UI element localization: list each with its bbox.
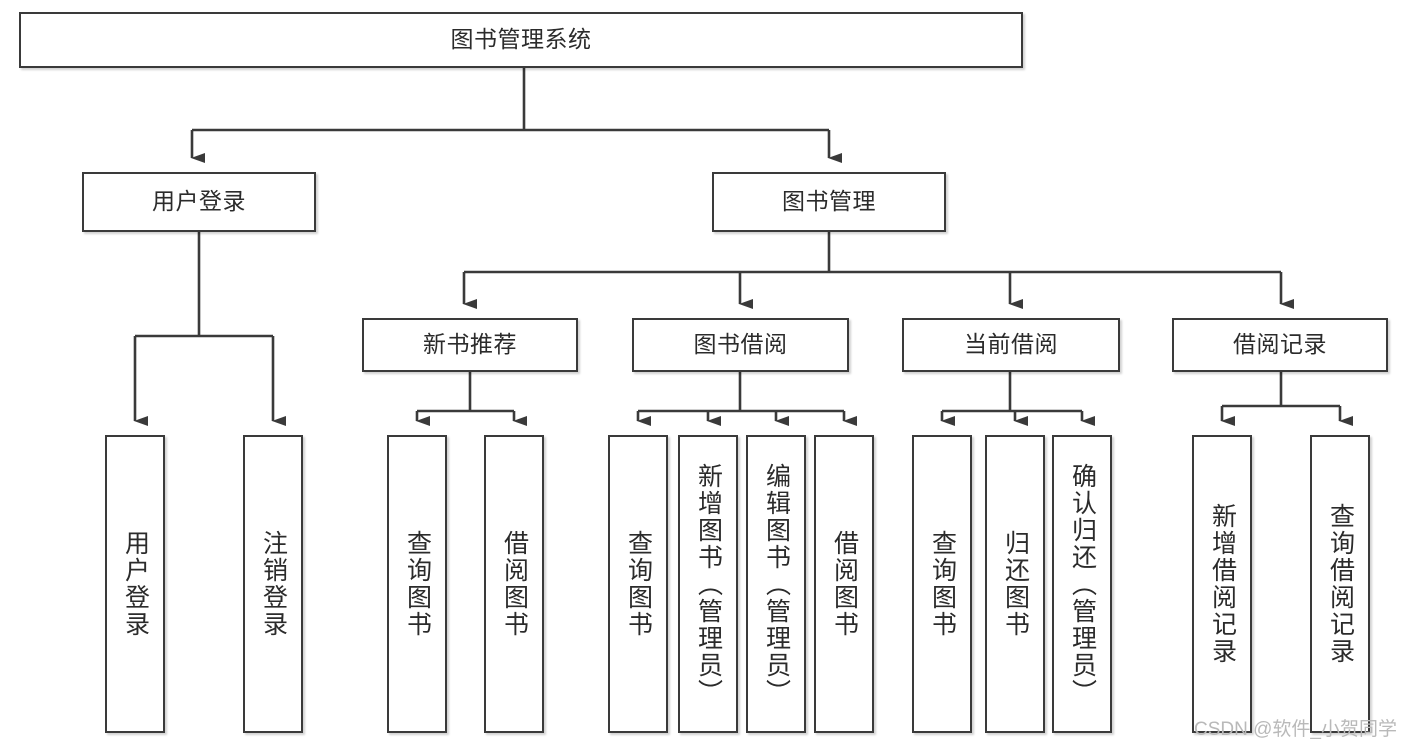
user-login-connectors — [133, 232, 286, 426]
borrow-record-connectors — [1220, 372, 1353, 426]
node-leaf-bb-add[interactable]: 新增图书（管理员） — [678, 435, 738, 733]
node-leaf-bb-edit-label: 编辑图书（管理员） — [762, 462, 791, 706]
node-new-book-rec-label: 新书推荐 — [423, 331, 517, 358]
node-leaf-cb-confirm-label: 确认归还（管理员） — [1068, 462, 1097, 706]
new-book-rec-connectors — [415, 372, 527, 426]
node-borrow-record-label: 借阅记录 — [1233, 331, 1327, 358]
node-leaf-user-logout-label: 注销登录 — [259, 530, 288, 638]
node-book-manage-label: 图书管理 — [782, 188, 876, 215]
node-leaf-cb-return[interactable]: 归还图书 — [985, 435, 1045, 733]
node-leaf-rec-query[interactable]: 查询图书 — [387, 435, 447, 733]
node-leaf-cb-confirm[interactable]: 确认归还（管理员） — [1052, 435, 1112, 733]
node-leaf-bb-borrow[interactable]: 借阅图书 — [814, 435, 874, 733]
root-connectors — [190, 68, 842, 163]
node-leaf-bb-add-label: 新增图书（管理员） — [694, 462, 723, 706]
node-leaf-bb-edit[interactable]: 编辑图书（管理员） — [746, 435, 806, 733]
node-leaf-bb-query[interactable]: 查询图书 — [608, 435, 668, 733]
book-borrow-connectors — [636, 372, 857, 426]
node-current-borrow-label: 当前借阅 — [964, 331, 1058, 358]
node-user-login[interactable]: 用户登录 — [82, 172, 316, 232]
node-leaf-br-add[interactable]: 新增借阅记录 — [1192, 435, 1252, 733]
node-leaf-user-login[interactable]: 用户登录 — [105, 435, 165, 733]
node-new-book-rec[interactable]: 新书推荐 — [362, 318, 578, 372]
node-root-label: 图书管理系统 — [450, 26, 592, 53]
node-leaf-br-query-label: 查询借阅记录 — [1326, 503, 1355, 665]
node-leaf-bb-query-label: 查询图书 — [624, 530, 653, 638]
node-root[interactable]: 图书管理系统 — [19, 12, 1023, 68]
node-leaf-cb-return-label: 归还图书 — [1001, 530, 1030, 638]
node-user-login-label: 用户登录 — [152, 188, 246, 215]
node-book-manage[interactable]: 图书管理 — [712, 172, 946, 232]
node-leaf-cb-query-label: 查询图书 — [928, 530, 957, 638]
node-leaf-br-add-label: 新增借阅记录 — [1208, 503, 1237, 665]
node-leaf-bb-borrow-label: 借阅图书 — [830, 530, 859, 638]
node-leaf-user-login-label: 用户登录 — [121, 530, 150, 638]
node-leaf-rec-borrow-label: 借阅图书 — [500, 530, 529, 638]
node-borrow-record[interactable]: 借阅记录 — [1172, 318, 1388, 372]
node-leaf-br-query[interactable]: 查询借阅记录 — [1310, 435, 1370, 733]
node-book-borrow-label: 图书借阅 — [693, 331, 788, 358]
current-borrow-connectors — [940, 372, 1095, 426]
node-leaf-cb-query[interactable]: 查询图书 — [912, 435, 972, 733]
node-leaf-rec-borrow[interactable]: 借阅图书 — [484, 435, 544, 733]
node-book-borrow[interactable]: 图书借阅 — [632, 318, 849, 372]
node-current-borrow[interactable]: 当前借阅 — [902, 318, 1120, 372]
book-manage-connectors — [462, 232, 1294, 309]
node-leaf-rec-query-label: 查询图书 — [403, 530, 432, 638]
node-leaf-user-logout[interactable]: 注销登录 — [243, 435, 303, 733]
